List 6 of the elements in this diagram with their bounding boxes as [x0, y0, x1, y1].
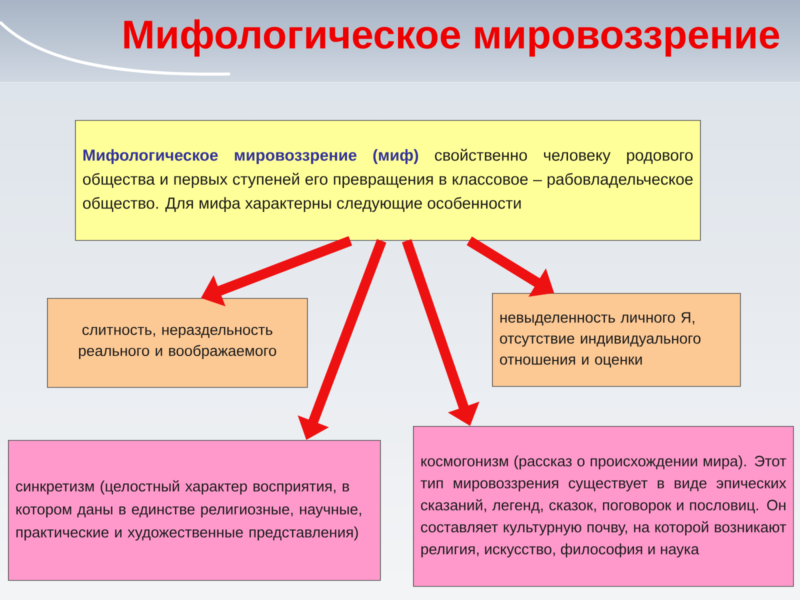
- feature-box: космогонизм (рассказ о происхождении мира). Этот тип мировоззрения существует в виде эпических сказаний, легенд, сказок, поговорок и пословиц. Он составляет культурную почву, на которой возникают религия, искусство, философия и наука: [413, 426, 794, 587]
- slide-title: Мифологическое мировоззрение: [124, 19, 780, 57]
- feature-box: синкретизм (целостный характер восприятия, в котором даны в единстве религиозные, научные, практические и художественные представления): [8, 440, 381, 581]
- description-box: Мифологическое мировоззрение (миф) свойственно человеку родового общества и первых ступеней его превращения в классовое – рабовладельческое общество. Для мифа характерны следующие особенности: [75, 120, 701, 241]
- feature-box: невыделенность личного Я, отсутствие индивидуального отношения и оценки: [492, 293, 741, 387]
- feature-box: слитность, нераздельность реального и воображаемого: [47, 298, 308, 388]
